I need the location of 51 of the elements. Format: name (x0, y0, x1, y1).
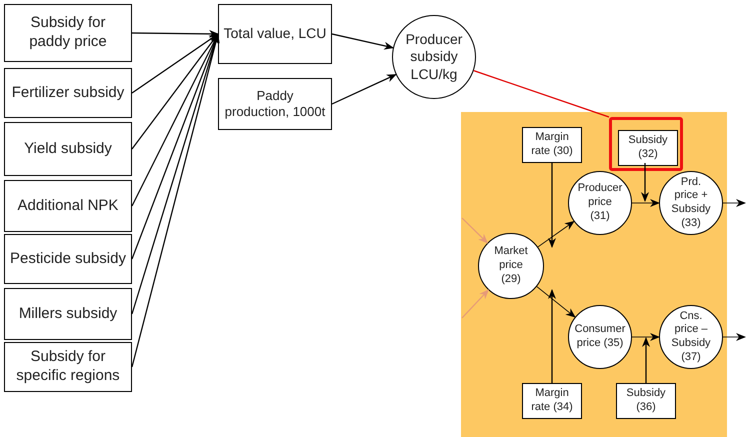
input-box (4, 342, 132, 392)
arrow (722, 199, 746, 207)
node-text: Producer price (31) (576, 182, 624, 224)
arrow (462, 289, 490, 318)
input-box (616, 383, 676, 419)
node-text: Subsidy (32) (627, 134, 669, 162)
node-text: Prd. price + Subsidy (33) (670, 176, 712, 230)
arrow (538, 220, 575, 248)
arrow (641, 163, 649, 202)
node-text: Margin rate (30) (530, 131, 574, 159)
arrow (632, 333, 660, 341)
input-box (4, 234, 132, 284)
arrow (462, 218, 488, 244)
connector-line (474, 70, 610, 118)
value-box (218, 78, 332, 130)
input-box (522, 127, 582, 163)
input-box (4, 122, 132, 176)
node-text: Consumer price (35) (574, 323, 626, 351)
node-text: Pesticide subsidy (9, 250, 127, 268)
input-box (4, 68, 132, 118)
node-text: Millers subsidy (18, 304, 118, 324)
input-box (4, 180, 132, 232)
input-box (618, 130, 678, 166)
arrow (332, 33, 394, 50)
node-text: Market price (29) (493, 245, 529, 287)
node-text: Total value, LCU (222, 25, 328, 43)
arrow (548, 289, 556, 383)
value-box (218, 4, 332, 64)
arrow (536, 286, 576, 318)
arrow (722, 333, 746, 341)
arrow (131, 33, 220, 368)
node-text: Additional NPK (16, 196, 120, 216)
node-text: Fertilizer subsidy (10, 84, 126, 102)
node-text: Subsidy (36) (625, 387, 667, 415)
arrow (332, 74, 397, 105)
highlight-frame (609, 117, 683, 171)
node-text: Margin rate (34) (530, 387, 574, 415)
node-text: Yield subsidy (23, 140, 113, 158)
arrow (642, 337, 650, 383)
node-text: Subsidy for specific regions (15, 348, 121, 386)
arrow (632, 199, 660, 207)
detail-panel (461, 112, 727, 437)
arrow (548, 163, 556, 248)
input-box (4, 288, 132, 340)
node-text: Producer subsidy LCU/kg (404, 30, 464, 84)
input-box (4, 4, 132, 62)
node-text: Subsidy for paddy price (28, 14, 108, 52)
input-box (522, 383, 582, 419)
node-text: Paddy production, 1000t (224, 88, 326, 120)
node-text: Cns. price – Subsidy (37) (670, 310, 712, 364)
arrow (132, 30, 219, 38)
